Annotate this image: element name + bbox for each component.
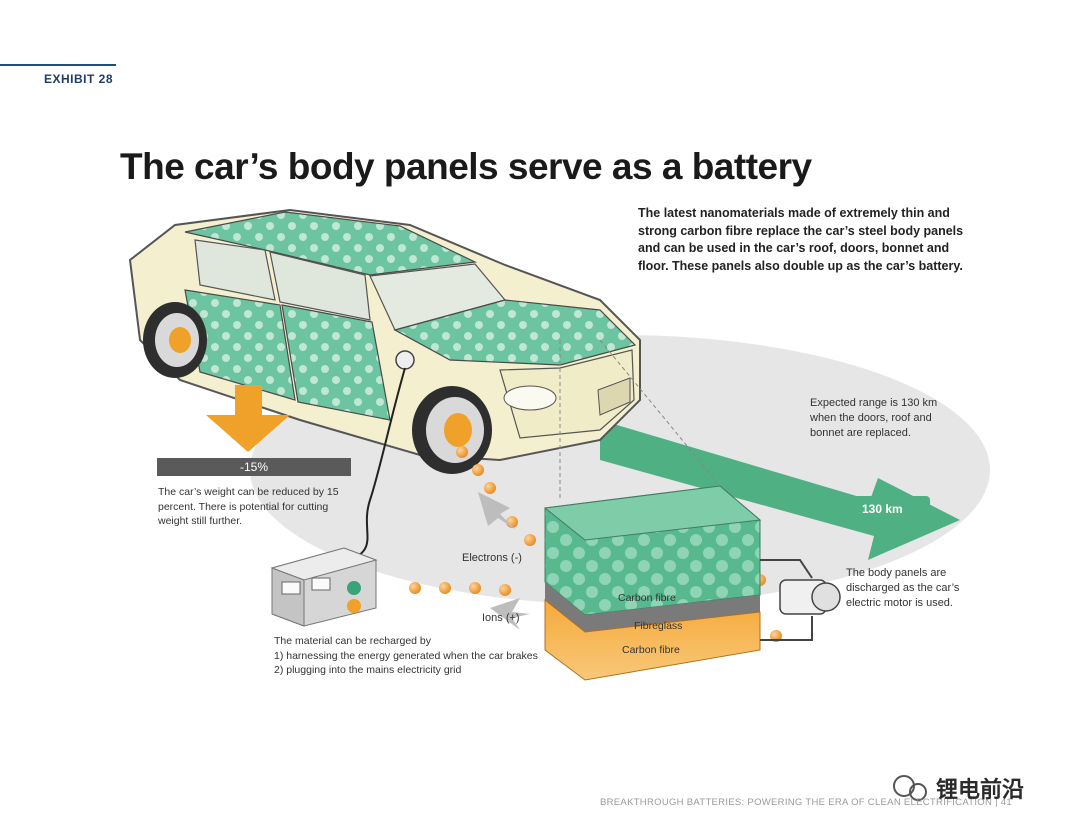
range-description: Expected range is 130 km when the doors,… [810,397,938,439]
recharge-line: The material can be recharged by [274,635,432,647]
weight-reduction-label: -15% [239,460,268,474]
charge-cable [349,367,406,561]
recharge-line: 1) harnessing the energy generated when … [274,649,538,662]
watermark-logo [893,775,927,801]
exhibit-rule [0,64,116,66]
watermark-text: 锂电前沿 [936,777,1025,802]
flow-arrow-right [490,598,530,630]
weight-description: The car’s weight can be reduced by 15 pe… [158,486,339,527]
weight-down-arrow [206,385,290,452]
front-wheel [412,386,492,474]
flow-arrow-down [478,492,516,530]
layer-label-carbon-top: Carbon fibre [618,592,676,604]
motor [760,559,841,641]
intro-description: The latest nanomaterials made of extreme… [638,206,964,273]
page-title: The car’s body panels serve as a battery [120,146,812,187]
recharge-line: 2) plugging into the mains electricity g… [274,664,462,676]
charger-box [270,547,378,627]
weight-reduction-bar [157,458,351,476]
range-value-label: 130 km [862,502,903,516]
page-footer: BREAKTHROUGH BATTERIES: POWERING THE ERA… [600,797,1012,808]
rear-wheel [143,302,207,378]
layer-label-fibreglass: Fibreglass [634,620,683,632]
ions-label: Ions (+) [482,612,520,624]
range-arrow [600,420,960,560]
battery-block [543,485,762,681]
electrons-label: Electrons (-) [462,552,522,564]
recharge-description: The material can be recharged by 1) harn… [274,634,604,678]
exhibit-label: EXHIBIT 28 [44,72,114,86]
discharge-description: The body panels are discharged as the ca… [846,567,960,609]
callout-line-2 [599,339,721,487]
layer-label-carbon-bottom: Carbon fibre [622,644,680,656]
